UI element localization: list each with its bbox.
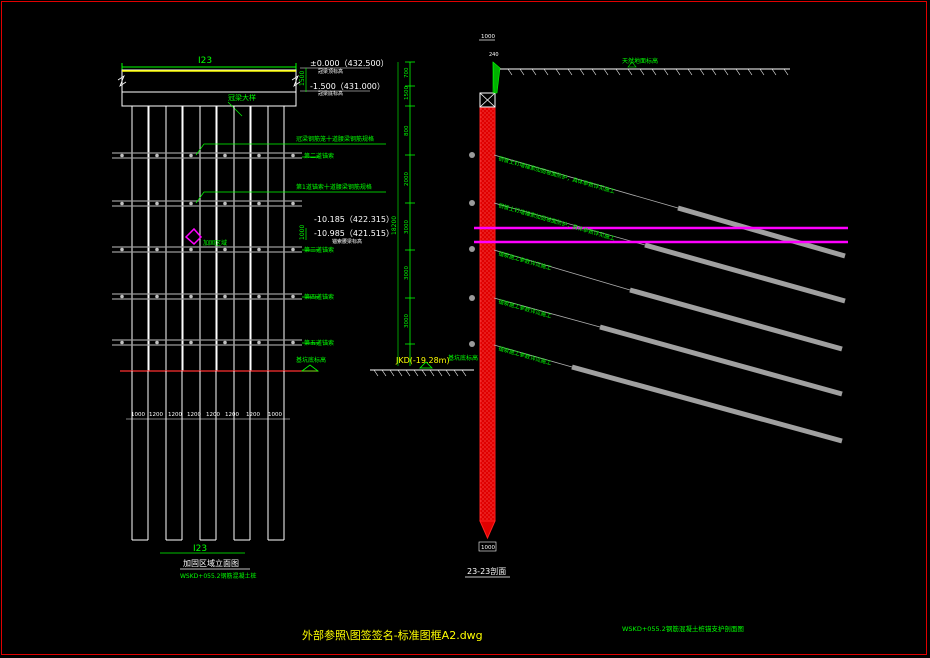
svg-text:2000: 2000 — [404, 172, 410, 186]
level-1: ±0.000（432.500） — [310, 59, 389, 68]
level-2: -1.500（431.000） — [310, 82, 385, 91]
top-slope — [492, 61, 501, 94]
waling-rows — [112, 152, 302, 346]
anchor-label-5: 锚索施工参数详见施工 — [497, 344, 553, 367]
svg-text:700: 700 — [404, 67, 410, 78]
dim-mid: 1000 — [299, 225, 306, 240]
elevation-subtitle: WSKD+055.2钢筋混凝土桩 — [180, 572, 257, 580]
level-4: -10.985（421.515） — [314, 229, 394, 238]
row-label-1: 冠梁钢筋笼十道腰梁钢筋规格 — [296, 135, 374, 143]
svg-text:1200: 1200 — [149, 412, 163, 418]
spacing-dims: 1000 1200 1200 1200 1200 1200 1200 1000 — [131, 412, 282, 418]
row-label-3: 第二道锚索 — [304, 152, 334, 160]
dim-top: 1000 — [481, 34, 495, 40]
dim-small: 240 — [489, 52, 499, 58]
row-label-2: 第1道锚索十道腰梁钢筋规格 — [296, 183, 372, 191]
marker-symbol — [184, 227, 203, 246]
cap-beam-lower — [121, 91, 297, 107]
file-label: 外部参照\图签签名-标准图框A2.dwg — [302, 628, 483, 642]
svg-text:800: 800 — [404, 125, 410, 136]
level-3: -10.185（422.315） — [314, 215, 394, 224]
svg-text:1500: 1500 — [404, 86, 410, 100]
svg-text:1200: 1200 — [187, 412, 201, 418]
svg-text:1200: 1200 — [225, 412, 239, 418]
footer-note: WSKD+055.2钢筋混凝土桩锚支护剖面图 — [622, 624, 744, 633]
bottom-note: 基坑底标高 — [296, 356, 326, 364]
level-4-note: 锚索腰梁标高 — [332, 238, 362, 245]
right-section: 700 1500 800 2000 3000 3000 3000 18200 J… — [370, 34, 848, 578]
svg-text:3000: 3000 — [404, 266, 410, 280]
svg-text:1000: 1000 — [268, 412, 282, 418]
total-dim: 18200 — [391, 216, 398, 235]
anchors — [469, 152, 846, 444]
level-2-note: 冠梁底标高 — [318, 90, 343, 97]
row-label-5: 第四道锚索 — [304, 293, 334, 301]
dim-bottom: 1000 — [481, 545, 495, 551]
svg-text:1200: 1200 — [168, 412, 182, 418]
anchor-label-1: 钢管土钉墙锚索加固坡面防护，具体参数详见施工 — [497, 154, 616, 195]
ground-note: 天然地面标高 — [622, 57, 658, 65]
row-label-4: 第三道锚索 — [304, 246, 334, 254]
elevation-title: 加固区域立面图 — [183, 558, 239, 568]
beam-label: 冠梁大样 — [228, 93, 256, 102]
anchor-label-2: 钢管土钉墙锚索加固坡面防护，具体参数详见施工 — [497, 201, 616, 242]
piles-lower — [131, 371, 285, 541]
row-label-6: 第五道锚索 — [304, 339, 334, 347]
top-label: I23 — [198, 56, 212, 66]
anchor-label-3: 锚索施工参数详见施工 — [497, 249, 553, 272]
cap-beam — [121, 69, 297, 93]
dim-top: 1500 — [299, 71, 306, 86]
left-elevation: I23 冠梁大样 — [112, 56, 394, 580]
svg-text:3000: 3000 — [404, 314, 410, 328]
marker-label: 加固区域 — [203, 239, 227, 247]
base-note: 基坑底标高 — [448, 354, 478, 362]
svg-text:3000: 3000 — [404, 220, 410, 234]
svg-text:1200: 1200 — [206, 412, 220, 418]
bored-pile — [479, 92, 496, 522]
bottom-label: I23 — [193, 544, 207, 554]
svg-text:1200: 1200 — [246, 412, 260, 418]
section-title: 23-23剖面 — [467, 566, 506, 576]
svg-text:1000: 1000 — [131, 412, 145, 418]
level-1-note: 冠梁顶标高 — [318, 68, 343, 75]
base-label: JKD(-19.28m) — [395, 356, 450, 365]
anchor-label-4: 锚索施工参数详见施工 — [497, 297, 553, 320]
pile-tip — [479, 520, 496, 540]
piles-upper — [131, 105, 285, 372]
